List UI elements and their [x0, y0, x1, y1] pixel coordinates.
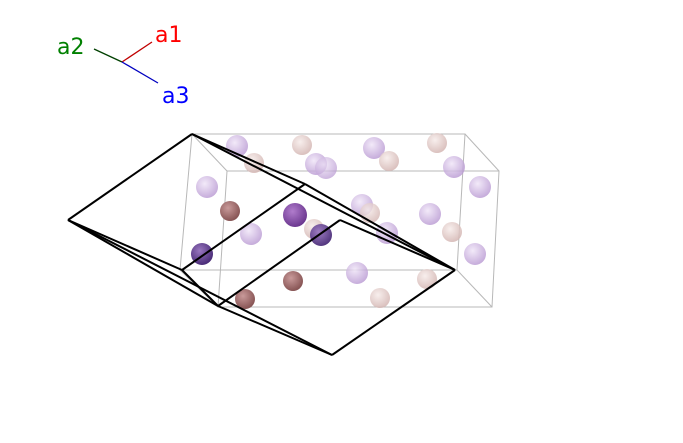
a1-label: a1	[155, 23, 182, 48]
atom	[346, 262, 368, 284]
unit-cell	[67, 133, 456, 356]
atom	[419, 203, 441, 225]
atom	[417, 269, 437, 289]
a1-axis-line	[121, 41, 153, 63]
atom	[443, 156, 465, 178]
atom	[360, 203, 380, 223]
atom	[363, 137, 385, 159]
atom	[283, 271, 303, 291]
a2-label: a2	[57, 35, 84, 60]
atom	[292, 135, 312, 155]
atom	[235, 289, 255, 309]
atom	[442, 222, 462, 242]
atom	[469, 176, 491, 198]
atom	[464, 243, 486, 265]
atom	[283, 203, 307, 227]
axis-indicator: a1 a2 a3	[57, 23, 189, 109]
a3-axis-line	[121, 61, 159, 84]
atom	[220, 201, 240, 221]
atom	[196, 176, 218, 198]
atoms	[191, 133, 491, 309]
atom	[427, 133, 447, 153]
bounding-box	[179, 133, 500, 308]
atom	[240, 223, 262, 245]
atom	[315, 157, 337, 179]
atom	[370, 288, 390, 308]
a2-axis-line	[93, 48, 123, 63]
atom	[379, 151, 399, 171]
a3-label: a3	[162, 84, 189, 109]
